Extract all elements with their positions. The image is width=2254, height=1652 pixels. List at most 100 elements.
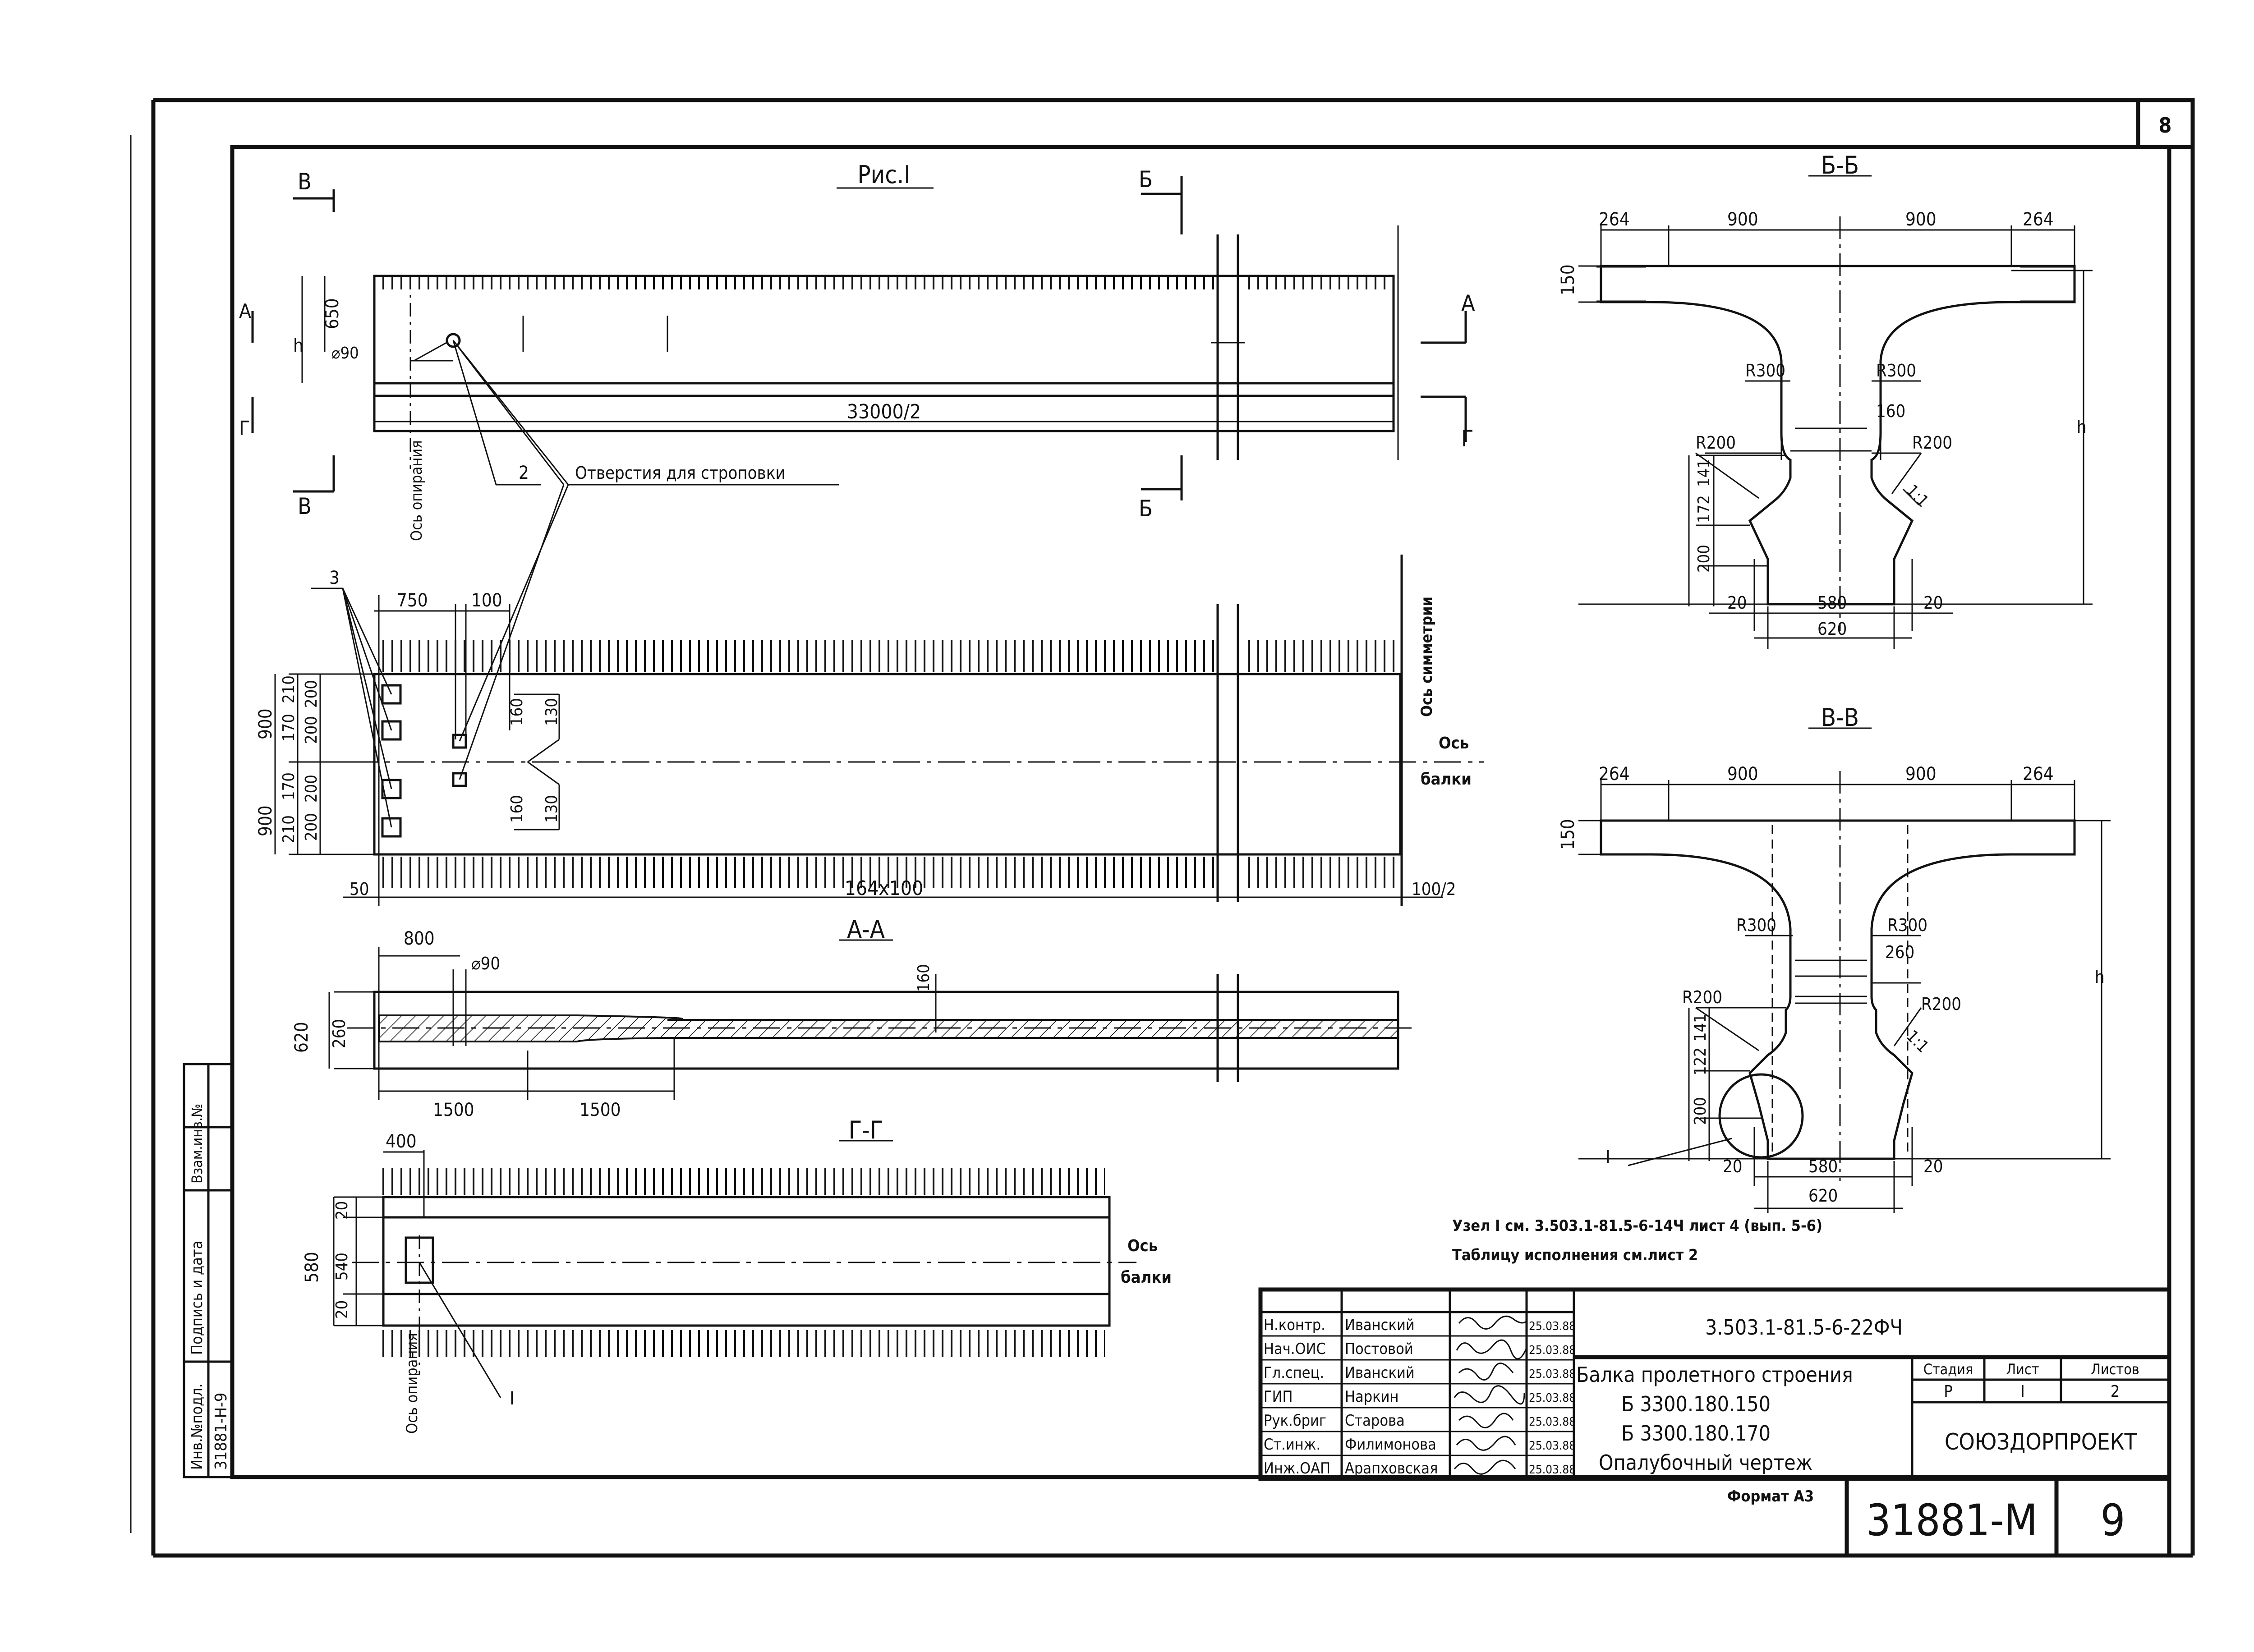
title-block-stage-value: Р <box>1944 1382 1953 1401</box>
section-GG-dim-20-top: 20 <box>333 1201 351 1220</box>
section-VV-dim-260: 260 <box>1885 942 1914 962</box>
section-GG-dim-400: 400 <box>386 1131 417 1152</box>
title-block-sheets-value: 2 <box>2111 1382 2120 1401</box>
title-block-signatures <box>1454 1315 1527 1475</box>
plan-beam-axis-1: Ось <box>1439 734 1469 753</box>
section-VV-title: В-В <box>1821 703 1859 732</box>
title-block-name: Иванский <box>1345 1316 1415 1334</box>
title-block-code: 3.503.1-81.5-6-22ФЧ <box>1705 1315 1903 1340</box>
section-VV-dim-900-left: 900 <box>1727 764 1758 785</box>
section-BB-dim-h: h <box>2077 417 2087 437</box>
title-block-date: 25.03.88 <box>1529 1391 1576 1405</box>
title-block-name: Старова <box>1345 1412 1405 1430</box>
title-block-name: Филимонова <box>1345 1436 1436 1454</box>
section-BB-dim-620: 620 <box>1817 619 1847 639</box>
section-VV-callout-1: I <box>1605 1147 1610 1168</box>
title-block-date: 25.03.88 <box>1529 1367 1576 1381</box>
section-BB-dim-172: 172 <box>1695 495 1713 523</box>
title-block-role: Н.контр. <box>1264 1316 1325 1334</box>
title-block-name: Постовой <box>1345 1340 1413 1358</box>
section-VV-dim-200: 200 <box>1691 1097 1710 1125</box>
title-block-date: 25.03.88 <box>1529 1415 1576 1429</box>
title-block-date: 25.03.88 <box>1529 1320 1576 1333</box>
section-GG-dim-20-bottom: 20 <box>333 1300 351 1319</box>
page-number: 9 <box>2101 1495 2125 1546</box>
plan-dim-900-top: 900 <box>255 708 276 739</box>
section-VV-dim-r200-right: R200 <box>1921 994 1961 1014</box>
note-table: Таблицу исполнения см.лист 2 <box>1452 1246 1698 1264</box>
title-block-desc-2: Б 3300.180.150 <box>1621 1392 1771 1416</box>
plan-dim-160-top: 160 <box>508 698 526 726</box>
section-VV-dim-264-right: 264 <box>2023 764 2054 785</box>
section-VV-dim-20-left: 20 <box>1723 1156 1743 1176</box>
title-block-role: Инж.ОАП <box>1264 1459 1330 1478</box>
section-VV-dim-580: 580 <box>1808 1156 1838 1176</box>
plan-dim-210-top: 210 <box>280 675 298 703</box>
plan-dim-160-bottom: 160 <box>508 795 526 823</box>
left-strip-inv-no: Инв.№подл. <box>188 1383 206 1470</box>
section-BB-dim-r200-right: R200 <box>1912 433 1952 453</box>
fig1-dim-650: 650 <box>322 298 343 329</box>
plan-dim-end: 100/2 <box>1412 879 1456 899</box>
section-BB-dim-r300-right: R300 <box>1876 361 1916 381</box>
section-VV-dim-20-right: 20 <box>1923 1156 1943 1176</box>
drawing-number: 31881-М <box>1866 1495 2038 1546</box>
section-BB-dim-264-right: 264 <box>2023 209 2054 230</box>
plan-dim-200-a: 200 <box>302 680 321 708</box>
sheet-frame <box>130 98 2195 1558</box>
section-VV-dim-h: h <box>2095 967 2105 987</box>
section-GG-callout-1: I <box>510 1388 515 1409</box>
section-AA-dim-d90: ⌀90 <box>471 954 500 973</box>
section-BB-dim-r300-left: R300 <box>1745 361 1785 381</box>
section-GG-dim-540: 540 <box>333 1253 351 1280</box>
fig1-section-G-left: Г <box>239 417 250 440</box>
title-block <box>1258 1287 2171 1558</box>
section-GG-support-axis: Ось опирания <box>403 1333 421 1434</box>
title-block-stage-label: Стадия <box>1923 1361 1973 1378</box>
section-BB-dim-900-right: 900 <box>1905 209 1937 230</box>
left-strip-replace: Взам.инв.№ <box>189 1104 206 1184</box>
plan-dim-200-b: 200 <box>302 716 321 744</box>
section-AA-dim-160: 160 <box>915 964 933 992</box>
title-block-sheet-label: Лист <box>2006 1361 2039 1378</box>
sheet-number-top: 8 <box>2159 113 2172 138</box>
title-block-role: Рук.бриг <box>1264 1412 1326 1430</box>
section-BB-dim-264-left: 264 <box>1599 209 1630 230</box>
title-block-sheets-label: Листов <box>2091 1361 2139 1378</box>
fig1-dim-d90: ⌀90 <box>331 344 359 363</box>
section-AA-dim-1500a: 1500 <box>433 1100 474 1120</box>
title-block-role: Нач.ОИС <box>1264 1340 1326 1358</box>
fig1-section-B-bottom: Б <box>1139 496 1153 522</box>
section-BB-dim-20-right: 20 <box>1923 593 1943 613</box>
title-block-name: Наркин <box>1345 1388 1399 1406</box>
section-BB-dim-160: 160 <box>1876 401 1905 421</box>
section-BB <box>1578 175 2093 649</box>
plan-dim-200-c: 200 <box>302 775 321 803</box>
fig1-section-B-top: Б <box>1139 166 1153 193</box>
title-block-org: СОЮЗДОРПРОЕКТ <box>1945 1429 2137 1455</box>
plan-dim-170-top: 170 <box>280 714 298 742</box>
section-BB-dim-150: 150 <box>1558 264 1578 295</box>
plan-view <box>274 484 1484 906</box>
plan-callout-3: 3 <box>329 568 340 588</box>
title-block-name: Иванский <box>1345 1364 1415 1382</box>
fig1-dim-h: h <box>293 335 304 356</box>
section-BB-dim-900-left: 900 <box>1727 209 1758 230</box>
format-note: Формат А3 <box>1727 1487 1814 1505</box>
section-BB-dim-200: 200 <box>1695 545 1713 573</box>
fig1-section-A-right: А <box>1461 290 1475 317</box>
fig1-holes-label: Отверстия для строповки <box>575 463 786 483</box>
section-BB-dim-r200-left: R200 <box>1696 433 1736 453</box>
section-VV-dim-900-right: 900 <box>1905 764 1937 785</box>
title-block-desc-1: Балка пролетного строения <box>1576 1363 1853 1387</box>
section-GG-beam-axis-1: Ось <box>1127 1237 1158 1255</box>
fig1-callout-2: 2 <box>519 463 529 483</box>
section-VV-dim-r200-left: R200 <box>1682 987 1722 1007</box>
fig1-side-view <box>251 176 1467 500</box>
plan-dim-130-top: 130 <box>543 698 561 726</box>
note-node: Узел I см. 3.503.1-81.5-6-14Ч лист 4 (вы… <box>1452 1217 1822 1235</box>
section-AA-dim-800: 800 <box>404 928 435 949</box>
title-block-role: Ст.инж. <box>1264 1436 1320 1454</box>
title-block-role: Гл.спец. <box>1264 1364 1324 1382</box>
plan-dim-750: 750 <box>397 590 428 611</box>
